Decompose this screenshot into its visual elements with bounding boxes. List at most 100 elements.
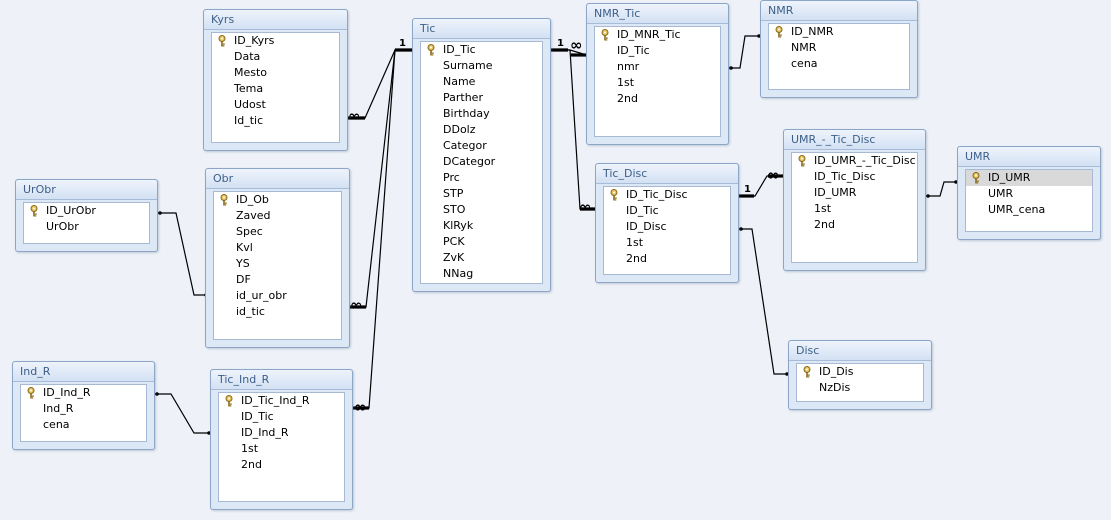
field-name: ID_Tic	[241, 410, 274, 423]
field-row[interactable]: Birthday	[421, 106, 542, 122]
field-name: cena	[791, 57, 818, 70]
field-row[interactable]: STO	[421, 202, 542, 218]
field-row[interactable]: ID_UMR	[966, 170, 1092, 186]
rel-tic-disc-umr-many: ∞	[767, 166, 780, 184]
field-row[interactable]: ID_Tic_Ind_R	[219, 393, 344, 409]
field-name: ID_Ind_R	[241, 426, 289, 439]
field-row[interactable]: UrObr	[24, 219, 149, 235]
field-row[interactable]: Surname	[421, 58, 542, 74]
table-title[interactable]: UMR	[958, 147, 1100, 167]
field-row[interactable]: Kvl	[214, 240, 341, 256]
field-row[interactable]: UMR_cena	[966, 202, 1092, 218]
field-row[interactable]: Id_tic	[212, 113, 339, 129]
field-name: Zaved	[236, 209, 271, 222]
table-title[interactable]: UMR_-_Tic_Disc	[784, 130, 925, 150]
field-row[interactable]: KlRyk	[421, 218, 542, 234]
field-row[interactable]: DDolz	[421, 122, 542, 138]
rel-tic-kyrs-many: ∞	[348, 107, 361, 125]
field-name: 1st	[241, 442, 259, 455]
field-row[interactable]: 2nd	[604, 251, 730, 267]
field-row[interactable]: NNag	[421, 266, 542, 282]
field-row[interactable]: ID_Ind_R	[219, 425, 344, 441]
field-row[interactable]: ID_Ob	[214, 192, 341, 208]
field-row[interactable]: ID_Ind_R	[21, 385, 146, 401]
field-row[interactable]: 2nd	[792, 217, 917, 233]
field-row[interactable]: DCategor	[421, 154, 542, 170]
field-row[interactable]: STP	[421, 186, 542, 202]
field-row[interactable]: PCK	[421, 234, 542, 250]
field-row[interactable]: id_ur_obr	[214, 288, 341, 304]
field-name: Birthday	[443, 107, 490, 120]
table-title[interactable]: Tic_Disc	[596, 164, 738, 184]
field-row[interactable]: ID_Tic	[219, 409, 344, 425]
field-row[interactable]: Name	[421, 74, 542, 90]
field-row[interactable]: ID_Disc	[604, 219, 730, 235]
field-row[interactable]: ID_MNR_Tic	[595, 27, 720, 43]
field-row[interactable]: Zaved	[214, 208, 341, 224]
field-row[interactable]: 2nd	[219, 457, 344, 473]
field-row[interactable]: 1st	[595, 75, 720, 91]
field-row[interactable]: YS	[214, 256, 341, 272]
table-title[interactable]: NMR	[761, 1, 917, 21]
table-title[interactable]: Kyrs	[204, 10, 347, 30]
field-row[interactable]: ID_UMR	[792, 185, 917, 201]
table-title[interactable]: Ind_R	[13, 362, 154, 382]
field-row[interactable]: Data	[212, 49, 339, 65]
field-row[interactable]: ID_Dis	[797, 364, 923, 380]
field-row[interactable]: ZvK	[421, 250, 542, 266]
field-row[interactable]: ID_UrObr	[24, 203, 149, 219]
field-row[interactable]: Parther	[421, 90, 542, 106]
field-row[interactable]: UMR	[966, 186, 1092, 202]
field-row[interactable]: nmr	[595, 59, 720, 75]
field-row[interactable]: NMR	[769, 40, 909, 56]
field-name: KlRyk	[443, 219, 474, 232]
field-row[interactable]: ID_Tic	[595, 43, 720, 59]
field-row[interactable]: ID_Tic	[421, 42, 542, 58]
field-row[interactable]: cena	[21, 417, 146, 433]
table-title[interactable]: Tic	[413, 19, 550, 39]
field-row[interactable]: DF	[214, 272, 341, 288]
field-row[interactable]: ID_Tic_Disc	[792, 169, 917, 185]
table-title[interactable]: Obr	[206, 169, 349, 189]
field-row[interactable]: 1st	[219, 441, 344, 457]
field-row[interactable]: Udost	[212, 97, 339, 113]
field-row[interactable]: ID_UMR_-_Tic_Disc	[792, 153, 917, 169]
field-name: NNag	[443, 267, 474, 280]
table-title[interactable]: UrObr	[16, 180, 157, 200]
field-row[interactable]: ID_Kyrs	[212, 33, 339, 49]
field-row[interactable]: Mesto	[212, 65, 339, 81]
field-row[interactable]: Spec	[214, 224, 341, 240]
field-row[interactable]: ID_Tic	[604, 203, 730, 219]
table-title[interactable]: NMR_Tic	[587, 4, 728, 24]
field-row[interactable]: id_tic	[214, 304, 341, 320]
field-row[interactable]: Prc	[421, 170, 542, 186]
field-row[interactable]: cena	[769, 56, 909, 72]
field-name: ID_Tic_Ind_R	[241, 394, 310, 407]
field-row[interactable]: Ind_R	[21, 401, 146, 417]
field-row[interactable]: Categor	[421, 138, 542, 154]
field-name: Id_tic	[234, 114, 264, 127]
table-title[interactable]: Disc	[789, 341, 931, 361]
field-row[interactable]: ID_Tic_Disc	[604, 187, 730, 203]
table-title[interactable]: Tic_Ind_R	[211, 370, 352, 390]
field-row[interactable]: Tema	[212, 81, 339, 97]
field-row[interactable]: 1st	[604, 235, 730, 251]
field-row[interactable]: 2nd	[595, 91, 720, 107]
field-row[interactable]: NzDis	[797, 380, 923, 396]
field-row[interactable]: ID_NMR	[769, 24, 909, 40]
field-row[interactable]: 1st	[792, 201, 917, 217]
